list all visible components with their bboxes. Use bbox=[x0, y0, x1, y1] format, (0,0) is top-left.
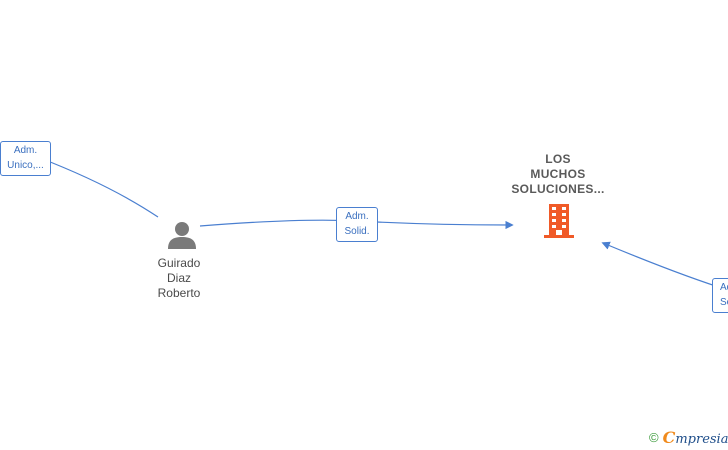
edge-label-line: Ad bbox=[720, 282, 728, 293]
building-icon[interactable] bbox=[543, 203, 575, 239]
person-name-line: Diaz bbox=[166, 271, 191, 285]
edge-label-line: Adm. bbox=[13, 145, 38, 156]
person-name-line: Roberto bbox=[157, 286, 201, 300]
edge-right-to-company bbox=[601, 241, 728, 291]
empresia-logo: Cmpresia bbox=[663, 428, 728, 447]
edge-label-adm-solid[interactable]: Adm. Solid. bbox=[336, 207, 378, 242]
company-name-line: MUCHOS bbox=[530, 167, 586, 181]
edge-label-line: Solid. bbox=[344, 226, 370, 237]
company-name[interactable]: LOS MUCHOS SOLUCIONES... bbox=[498, 152, 618, 197]
person-name[interactable]: Guirado Diaz Roberto bbox=[139, 256, 219, 301]
brand-rest: mpresia bbox=[675, 432, 728, 447]
edge-label-adm-unico[interactable]: Adm. Unico,... bbox=[0, 141, 51, 176]
company-name-line: SOLUCIONES... bbox=[511, 182, 605, 196]
person-name-line: Guirado bbox=[157, 256, 201, 270]
edge-label-line: So bbox=[720, 297, 728, 308]
company-name-line: LOS bbox=[545, 152, 571, 166]
edge-label-line: Adm. bbox=[345, 211, 369, 222]
empresia-watermark: © Cmpresia bbox=[649, 428, 728, 447]
brand-initial: C bbox=[662, 428, 676, 447]
edge-top-left-to-person bbox=[39, 157, 159, 218]
edge-label-right-partial[interactable]: Ad So bbox=[712, 278, 728, 313]
person-icon[interactable] bbox=[167, 220, 197, 250]
copyright-icon: © bbox=[649, 430, 659, 445]
edge-label-line: Unico,... bbox=[7, 160, 44, 171]
